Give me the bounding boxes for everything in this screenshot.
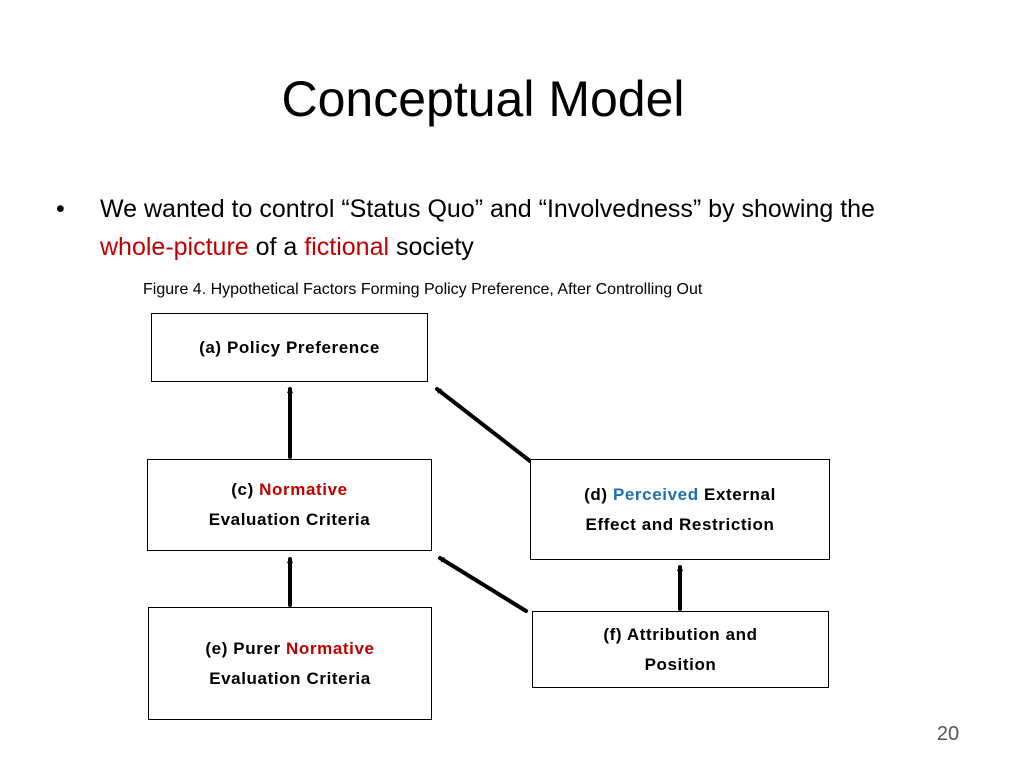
bullet-text-part-1: We wanted to control “Status Quo” and “I… — [100, 195, 875, 223]
box-c-line-1: (c) Normative — [231, 475, 347, 505]
box-purer-normative-evaluation-criteria: (e) Purer Normative Evaluation Criteria — [148, 607, 432, 720]
bullet-text-part-3: society — [389, 233, 474, 261]
box-d-line-2: Effect and Restriction — [585, 514, 775, 534]
box-policy-preference: (a) Policy Preference — [151, 313, 428, 382]
bullet-marker: • — [56, 195, 65, 223]
box-c-highlight: Normative — [259, 480, 348, 499]
box-c-prefix: (c) — [231, 480, 260, 499]
box-c-line-2: Evaluation Criteria — [208, 510, 371, 529]
box-a-line-1: (a) Policy Preference — [199, 337, 380, 357]
bullet-highlight-whole-picture: whole-picture — [100, 233, 249, 261]
arrow-f-to-c — [438, 556, 528, 613]
box-f-line-2: Position — [644, 654, 717, 674]
box-d-highlight: Perceived — [612, 484, 699, 504]
box-d-line-1: (d) Perceived External — [584, 480, 776, 510]
bullet-highlight-fictional: fictional — [304, 233, 390, 261]
page-number: 20 — [936, 723, 960, 745]
box-attribution-and-position: (f) Attribution and Position — [532, 611, 829, 688]
box-d-suffix: External — [698, 484, 776, 504]
box-f-line-1: (f) Attribution and — [603, 624, 758, 644]
box-e-line-1: (e) Purer Normative — [205, 634, 374, 664]
box-normative-evaluation-criteria: (c) Normative Evaluation Criteria — [147, 459, 432, 551]
bullet-text: We wanted to control “Status Quo” and “I… — [100, 190, 930, 266]
arrow-d-to-a — [435, 387, 532, 463]
box-e-prefix: (e) Purer — [205, 638, 287, 658]
figure-caption: Figure 4. Hypothetical Factors Forming P… — [143, 281, 703, 298]
box-e-highlight: Normative — [286, 638, 375, 658]
bullet-text-part-2: of a — [248, 233, 305, 261]
box-e-line-2: Evaluation Criteria — [209, 668, 371, 688]
box-d-prefix: (d) — [584, 484, 613, 504]
box-perceived-external-effect: (d) Perceived External Effect and Restri… — [530, 459, 830, 560]
slide-title: Conceptual Model — [281, 71, 685, 127]
